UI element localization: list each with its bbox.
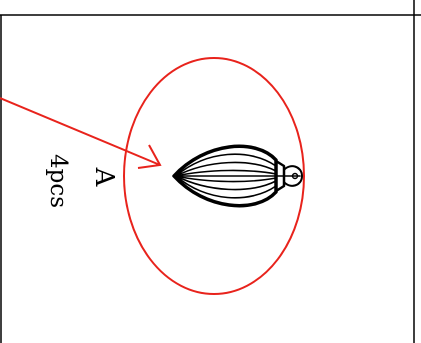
ornament-loop-hole — [291, 172, 299, 180]
ornament-cap — [274, 159, 286, 193]
callout-quantity: 4pcs — [45, 154, 71, 208]
highlight-ellipse — [123, 57, 305, 295]
arrow-shaft — [0, 97, 161, 166]
ornament-rib-4 — [175, 175, 277, 183]
ornament-rib-6 — [175, 175, 277, 199]
ornament-loop — [283, 165, 303, 187]
ornament-rib-2 — [175, 161, 277, 177]
ornament-rib-1 — [175, 153, 277, 177]
ornament-rib-3 — [175, 169, 277, 177]
ornament-rib-5 — [175, 175, 277, 191]
bulb-ornament-icon — [172, 144, 303, 208]
arrow-pointer — [0, 97, 162, 169]
callout-letter: A — [89, 167, 119, 188]
arrow-head — [137, 144, 162, 169]
